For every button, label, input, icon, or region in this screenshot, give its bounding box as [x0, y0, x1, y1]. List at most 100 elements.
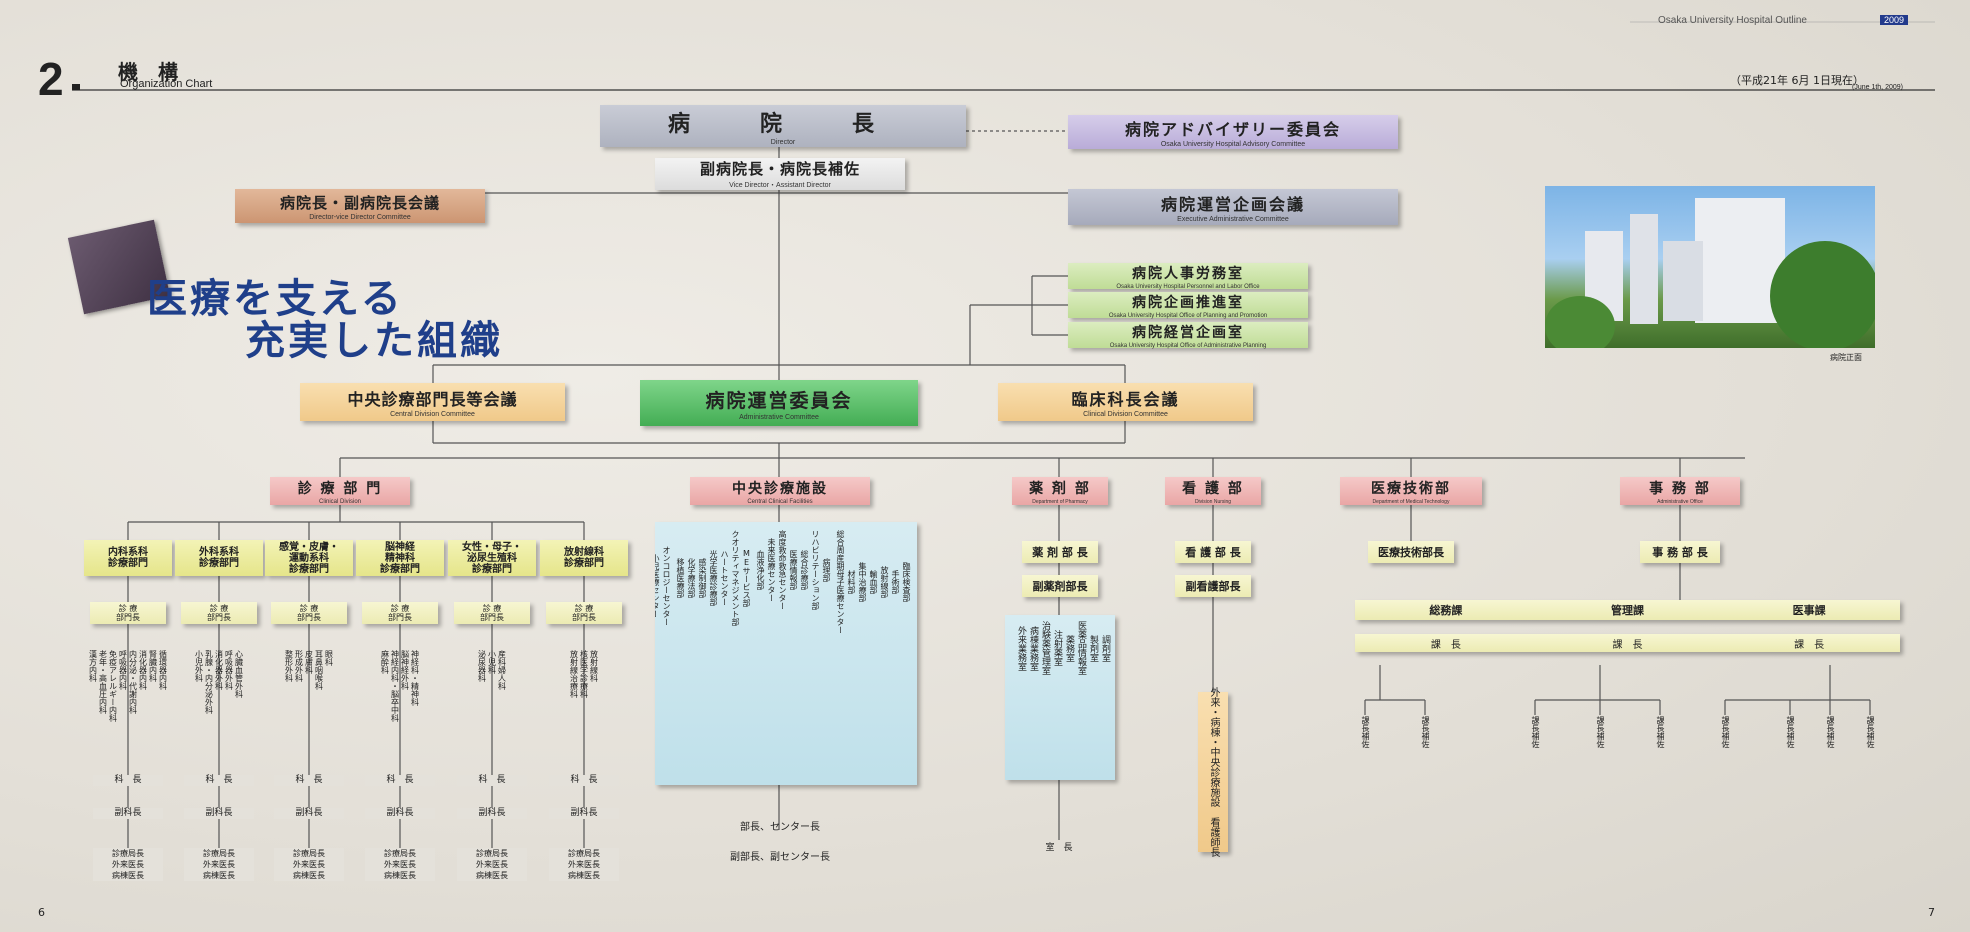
year-badge: 2009 — [1880, 15, 1909, 25]
clinical-group-depts-2: 心臓血管外科呼吸器外科消化器外科乳腺・内分泌外科小児外科 — [179, 650, 259, 730]
clinical-rank-3: 診療局長 外来医長 病棟医長 — [365, 848, 435, 881]
nursing-wards-label: 外来・病棟・中央診療施設 看護師長 — [1208, 687, 1219, 857]
clinical-committee-box: 臨床科長会議 Clinical Division Committee — [998, 383, 1253, 421]
central-rank-2: 副部長、副センター長 — [730, 852, 830, 863]
clinical-dept: 形成外科 — [294, 650, 304, 682]
chief-medical: 課 長 — [1794, 639, 1825, 651]
clinical-com-label-en: Clinical Division Committee — [1083, 411, 1168, 418]
pharmacy-sections-box: 調剤室製剤室医薬品情報室薬務室注射薬室治験薬管理室病棟業務室外来業務室 — [1005, 615, 1115, 780]
personnel-office-box: 病院人事労務室 Osaka University Hospital Person… — [1068, 263, 1308, 290]
clinical-rank-2: 副科長 — [549, 808, 619, 819]
central-facility-item: 医療情報部 — [789, 550, 798, 590]
clinical-dept: 小児外科 — [194, 650, 204, 682]
executive-committee-box: 病院運営企画会議 Executive Administrative Commit… — [1068, 189, 1398, 225]
central-facility-item: 集中治療部 — [858, 562, 867, 602]
office-sub-item: 課長補佐 — [1826, 716, 1835, 748]
clinical-dept: 老年・高血圧内科 — [98, 650, 108, 714]
office-sub-item: 課長補佐 — [1596, 716, 1605, 748]
clinical-rank-2: 副科長 — [457, 808, 527, 819]
central-facility-item: 高度救命救急センター — [778, 530, 787, 610]
central-facility-item: 小児医療センター — [655, 554, 660, 618]
clinical-group-depts-1: 循環器内科腎臓内科消化器内科内分泌・代謝内科呼吸器内科免疫アレルギー内科老年・高… — [88, 650, 168, 730]
central-facilities-list: 臨床検査部手術部放射線部輸血部集中治療部材料部総合周産期母子医療センター 病理部… — [655, 522, 917, 785]
clinical-dept: 呼吸器内科 — [118, 650, 128, 690]
pharmacy-box: 薬 剤 部 Department of Pharmacy — [1012, 477, 1108, 505]
page-subtitle: Organization Chart — [120, 78, 213, 90]
clinical-rank-2: 副科長 — [365, 808, 435, 819]
nursing-head-box: 看 護 部 長 — [1175, 541, 1251, 563]
planning-label-en: Osaka University Hospital Office of Plan… — [1108, 312, 1268, 319]
clinical-dept: 神経科・精神科 — [410, 650, 420, 706]
central-facility-item: ハートセンター — [720, 550, 729, 606]
vice-director-box: 副病院長・病院長補佐 Vice Director・Assistant Direc… — [655, 158, 905, 190]
vice-director-label: 副病院長・病院長補佐 — [699, 160, 860, 178]
central-facility-item: 放射線部 — [880, 566, 889, 598]
director-label: 病 院 長 — [667, 112, 898, 137]
clinical-rank-1: 科 長 — [93, 775, 163, 786]
slogan-line-1: 医療を支える — [147, 275, 404, 322]
director-box: 病 院 長 Director — [600, 105, 966, 147]
central-facilities-box: 中央診療施設 Central Clinical Facilities — [690, 477, 870, 505]
planning-label: 病院企画推進室 — [1132, 294, 1244, 311]
clinical-dept: 漢方内科 — [88, 650, 98, 682]
pharmacy-section: 医薬品情報室 — [1076, 621, 1086, 675]
clinical-com-label: 臨床科長会議 — [1071, 390, 1180, 409]
central-facility-item: 移植医療部 — [676, 558, 685, 598]
central-facility-item: MEサービス部 — [742, 549, 751, 607]
central-facility-item: 総合診療部 — [800, 550, 809, 590]
medtech-head-box: 医療技術部長 — [1368, 541, 1454, 563]
clinical-group-depts-5: 産科婦人科小児科泌尿器科 — [452, 650, 532, 730]
pharmacy-label-en: Department of Pharmacy — [1032, 498, 1088, 505]
clinical-rank-2: 副科長 — [93, 808, 163, 819]
medtech-label: 医療技術部 — [1371, 480, 1451, 497]
pharmacy-vice-box: 副薬剤部長 — [1022, 575, 1098, 597]
pharmacy-rank: 室 長 — [1045, 843, 1073, 853]
adminplan-label-en: Osaka University Hospital Office of Admi… — [1109, 342, 1267, 349]
slogan-line-2: 充実した組織 — [245, 317, 503, 364]
planning-office-box: 病院企画推進室 Osaka University Hospital Office… — [1068, 292, 1308, 319]
nursing-label-en: Division Nursing — [1194, 498, 1232, 505]
office-sub-item: 課長補佐 — [1531, 716, 1540, 748]
clinical-group-head-1: 診 療 部門長 — [90, 602, 166, 624]
exec-label: 病院運営企画会議 — [1160, 195, 1305, 214]
medtech-box: 医療技術部 Department of Medical Technology — [1340, 477, 1482, 505]
pharmacy-section: 注射薬室 — [1052, 630, 1062, 666]
clinical-dept: 耳鼻咽喉科 — [314, 650, 324, 690]
office-sections-bar: 総務課 管理課 医事課 — [1355, 600, 1900, 620]
office-sub-item: 課長補佐 — [1421, 716, 1430, 748]
office-head-box: 事 務 部 長 — [1640, 541, 1720, 563]
hospital-photo — [1545, 186, 1875, 348]
clinical-dept: 呼吸器外科 — [224, 650, 234, 690]
central-facilities-label-en: Central Clinical Facilities — [747, 498, 813, 505]
central-facility-item: リハビリテーション部 — [811, 530, 820, 610]
as-of-date: （平成21年 6月 1日現在） — [1730, 74, 1864, 87]
clinical-group-depts-4: 神経科・精神科脳神経外科神経内科・脳卒中科麻酔科 — [360, 650, 440, 730]
as-of-date-en: (June 1th, 2009) — [1852, 84, 1903, 91]
pharmacy-section: 薬務室 — [1064, 634, 1074, 662]
admin-planning-office-box: 病院経営企画室 Osaka University Hospital Office… — [1068, 322, 1308, 349]
pharmacy-section: 外来業務室 — [1016, 625, 1026, 671]
advisory-label: 病院アドバイザリー委員会 — [1124, 120, 1341, 139]
central-facilities-col-2: 病理部リハビリテーション部総合診療部医療情報部高度救命救急センター未来医療センタ… — [754, 530, 831, 610]
clinical-dept: 循環器内科 — [158, 650, 168, 690]
page-title: 機 構 — [118, 60, 178, 84]
pharmacy-section: 治験薬管理室 — [1040, 621, 1050, 675]
section-number: 2 — [38, 53, 64, 105]
clinical-dept: 産科婦人科 — [497, 650, 507, 690]
central-facilities-col-3: MEサービス部クオリティマネジメント部ハートセンター光学医療診療部感染制御部化学… — [674, 530, 751, 626]
medtech-label-en: Department of Medical Technology — [1372, 498, 1450, 505]
office-chiefs-bar: 課 長 課 長 課 長 — [1355, 634, 1900, 652]
clinical-dept: 心臓血管外科 — [234, 650, 244, 698]
clinical-dept: 核医学診療科 — [579, 650, 589, 698]
clinical-dept: 内分泌・代謝内科 — [128, 650, 138, 714]
clinical-group-head-5: 診 療 部門長 — [454, 602, 530, 624]
central-facility-item: 輸血部 — [869, 570, 878, 594]
clinical-division-box: 診 療 部 門 Clinical Division — [270, 477, 410, 505]
clinical-rank-3: 診療局長 外来医長 病棟医長 — [457, 848, 527, 881]
central-facility-item: 光学医療診療部 — [709, 550, 718, 606]
clinical-group-5: 女性・母子・ 泌尿生殖科 診療部門 — [448, 540, 536, 576]
clinical-dept: 乳腺・内分泌外科 — [204, 650, 214, 714]
central-facility-item: クオリティマネジメント部 — [731, 530, 740, 626]
clinical-group-depts-3: 眼科耳鼻咽喉科皮膚科形成外科整形外科 — [269, 650, 349, 730]
